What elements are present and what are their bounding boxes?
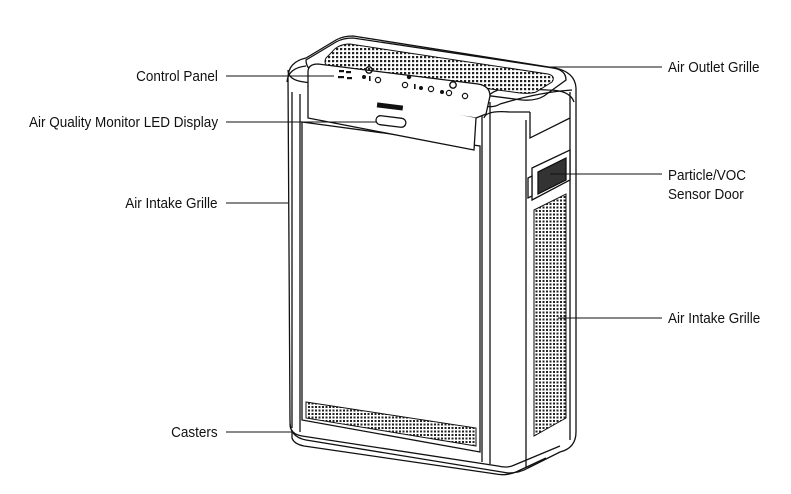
brand-logo (376, 102, 404, 111)
air-quality-led-display (375, 115, 407, 128)
label-air-intake-grille-right: Air Intake Grille (668, 310, 761, 327)
label-casters: Casters (171, 424, 218, 441)
control-buttons (338, 66, 469, 100)
label-particle-voc-line2: Sensor Door (668, 186, 744, 203)
label-control-panel: Control Panel (136, 68, 218, 85)
label-air-outlet-grille: Air Outlet Grille (668, 59, 760, 76)
right-air-intake-grille (533, 193, 567, 437)
label-air-quality-monitor: Air Quality Monitor LED Display (28, 114, 218, 131)
leader-lines (226, 66, 662, 433)
label-particle-voc-line1: Particle/VOC (668, 167, 747, 184)
bottom-intake-slots (305, 401, 477, 447)
particle-voc-sensor-door (527, 148, 571, 202)
label-particle-voc-sensor-door: Particle/VOC Sensor Door (668, 166, 746, 204)
casters (289, 423, 561, 476)
label-air-intake-grille-left: Air Intake Grille (125, 195, 218, 212)
